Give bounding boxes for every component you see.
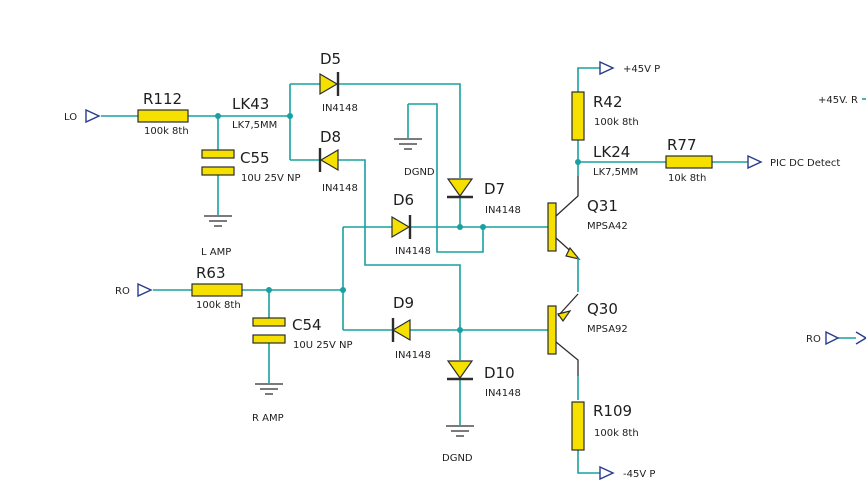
d8-ref: D8 <box>320 128 341 146</box>
transistor-q30: Q30 MPSA92 <box>547 293 628 376</box>
r42-value: 100k 8th <box>594 117 639 128</box>
q31-ref: Q31 <box>587 197 618 215</box>
dgnd-bottom-label: DGND <box>442 453 473 464</box>
lk43-value: LK7,5MM <box>232 120 277 131</box>
port-ro: RO <box>115 282 153 298</box>
dgnd-top-label: DGND <box>404 167 435 178</box>
diode-d5: D5 IN4148 <box>319 50 358 114</box>
diode-d6: D6 IN4148 <box>391 191 431 257</box>
diode-d7: D7 IN4148 <box>446 178 521 216</box>
d10-ref: D10 <box>484 364 515 382</box>
junctions <box>215 113 581 333</box>
d5-ref: D5 <box>320 50 341 68</box>
ground-dgnd-bottom: DGND <box>442 425 474 464</box>
r109-value: 100k 8th <box>594 428 639 439</box>
d9-value: IN4148 <box>395 350 431 361</box>
port-pos45: +45V P <box>599 60 660 76</box>
resistor-r109: R109 100k 8th <box>571 401 639 451</box>
port-ro-right: RO <box>806 330 866 346</box>
port-neg45: -45V P <box>599 465 655 481</box>
d9-ref: D9 <box>393 294 414 312</box>
net-pos45r: +45V. R <box>818 95 866 106</box>
diode-d10: D10 IN4148 <box>446 360 521 399</box>
r63-value: 100k 8th <box>196 300 241 311</box>
diode-d9: D9 IN4148 <box>391 294 431 361</box>
ro-right-label: RO <box>806 334 821 345</box>
lo-label: LO <box>64 112 77 123</box>
d10-value: IN4148 <box>485 388 521 399</box>
d8-value: IN4148 <box>322 183 358 194</box>
d6-value: IN4148 <box>395 246 431 257</box>
r77-ref: R77 <box>667 136 697 154</box>
ground-lamp: L AMP <box>201 215 232 258</box>
resistor-r112: R112 100k 8th <box>137 90 189 137</box>
r112-ref: R112 <box>143 90 182 108</box>
q31-value: MPSA42 <box>587 221 628 232</box>
ro-label: RO <box>115 286 130 297</box>
port-lo: LO <box>64 108 101 124</box>
resistor-r77: R77 10k 8th <box>665 136 713 184</box>
d5-value: IN4148 <box>322 103 358 114</box>
port-pic: PIC DC Detect <box>747 154 840 170</box>
d7-value: IN4148 <box>485 205 521 216</box>
neg45-label: -45V P <box>623 469 655 480</box>
pic-label: PIC DC Detect <box>770 158 840 169</box>
diode-d8: D8 IN4148 <box>318 128 358 194</box>
link-lk24: LK24 LK7,5MM <box>593 143 638 178</box>
c55-value: 10U 25V NP <box>241 173 300 184</box>
lk24-ref: LK24 <box>593 143 630 161</box>
q30-ref: Q30 <box>587 300 618 318</box>
resistor-r42: R42 100k 8th <box>571 91 639 141</box>
c54-ref: C54 <box>292 316 322 334</box>
ground-dgnd-top: DGND <box>394 138 435 178</box>
r109-ref: R109 <box>593 402 632 420</box>
r112-value: 100k 8th <box>144 126 189 137</box>
capacitor-c55: C55 10U 25V NP <box>201 149 300 184</box>
transistor-q31: Q31 MPSA42 <box>547 176 628 292</box>
resistor-r63: R63 100k 8th <box>191 264 243 311</box>
lamp-label: L AMP <box>201 247 231 258</box>
ground-ramp: R AMP <box>252 383 284 424</box>
link-lk43: LK43 LK7,5MM <box>232 95 277 131</box>
pos45r-label: +45V. R <box>818 95 858 106</box>
r42-ref: R42 <box>593 93 623 111</box>
d6-ref: D6 <box>393 191 414 209</box>
capacitor-c54: C54 10U 25V NP <box>252 316 352 351</box>
r63-ref: R63 <box>196 264 226 282</box>
ramp-label: R AMP <box>252 413 284 424</box>
d7-ref: D7 <box>484 180 505 198</box>
lk43-ref: LK43 <box>232 95 269 113</box>
q30-value: MPSA92 <box>587 324 628 335</box>
r77-value: 10k 8th <box>668 173 706 184</box>
pos45-label: +45V P <box>623 64 660 75</box>
lk24-value: LK7,5MM <box>593 167 638 178</box>
c54-value: 10U 25V NP <box>293 340 352 351</box>
c55-ref: C55 <box>240 149 270 167</box>
